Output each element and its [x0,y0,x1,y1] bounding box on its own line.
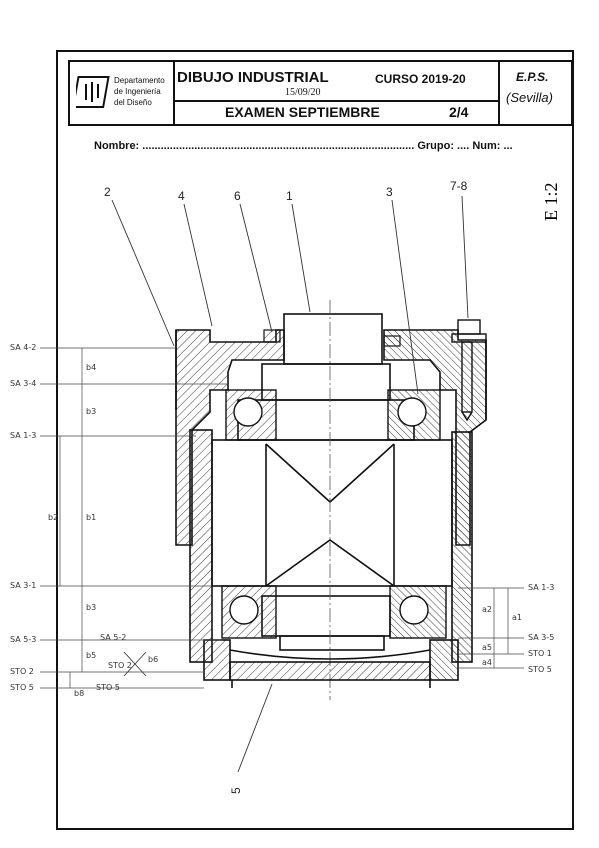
dim-label-sa-3-4: SA 3-4 [10,379,36,388]
department-logo-cell: Departamento de Ingeniería del Diseño [70,62,175,124]
course-title: DIBUJO INDUSTRIAL [177,69,329,86]
dim-a5: a5 [482,643,492,652]
part-number-6: 6 [234,189,241,203]
school-name: E.P.S. [516,70,549,84]
student-info-line: Nombre: ................................… [94,140,513,152]
course-year: CURSO 2019-20 [375,72,466,86]
cross-mark [123,651,147,677]
bottom-cover [203,639,459,688]
department-line-3: del Diseño [114,98,152,107]
dim-b8: b8 [74,689,84,698]
dim-label-sto-5: STO 5 [10,683,34,692]
bolt [451,319,487,422]
title-block: Departamento de Ingeniería del Diseño DI… [68,60,573,126]
dim-a1: a1 [512,613,522,622]
bearing-bottom-right [389,585,447,639]
leader-lines [111,195,469,773]
department-logo-icon [76,76,110,108]
part-number-2: 2 [104,185,111,199]
scale-label: E 1:2 [541,183,561,222]
department-line-1: Departamento [114,76,165,85]
right-dimension-lines [458,587,524,669]
dim-label-sto-1-right: STO 1 [528,649,552,658]
title-row: DIBUJO INDUSTRIAL 15/09/20 CURSO 2019-20 [173,62,498,102]
part-number-5: 5 [229,787,243,794]
dim-label-sto-5-inner: STO 5 [96,683,120,692]
department-line-2: de Ingeniería [114,87,161,96]
exam-title: EXAMEN SEPTIEMBRE [225,104,380,120]
dim-label-sa-5-3: SA 5-3 [10,635,36,644]
dim-a4: a4 [482,658,492,667]
dim-b3-top: b3 [86,407,96,416]
exam-date: 15/09/20 [285,87,321,98]
dim-b5: b5 [86,651,96,660]
dim-b2: b2 [48,513,58,522]
dim-label-sto-2-inner: STO 2 [108,661,132,670]
school-cell: E.P.S. (Sevilla) [498,62,573,124]
dim-label-sa-3-5-right: SA 3-5 [528,633,554,642]
dim-a2: a2 [482,605,492,614]
part-number-1: 1 [286,189,293,203]
dim-label-sa-3-1: SA 3-1 [10,581,36,590]
dim-b3-bottom: b3 [86,603,96,612]
dim-label-sa-4-2: SA 4-2 [10,343,36,352]
dim-label-sto-5-right: STO 5 [528,665,552,674]
seal-left [263,329,281,343]
dim-label-sa-1-3-right: SA 1-3 [528,583,554,592]
drawing-sheet-frame [56,50,574,830]
dim-b6: b6 [148,655,158,664]
seal-right [383,335,401,347]
part-number-4: 4 [178,189,185,203]
dim-b4: b4 [86,363,96,372]
left-dimension-lines [40,347,228,689]
dim-b1: b1 [86,513,96,522]
dim-label-sa-5-2: SA 5-2 [100,633,126,642]
bearing-top-right [387,389,441,441]
school-city: (Sevilla) [506,90,553,105]
bearing-top-left [225,389,277,441]
bearing-bottom-left [221,585,277,639]
part-number-3: 3 [386,185,393,199]
part-number-7-8: 7-8 [450,179,468,193]
dim-label-sto-2: STO 2 [10,667,34,676]
dim-label-sa-1-3: SA 1-3 [10,431,36,440]
page-number: 2/4 [449,104,469,120]
title-cell: DIBUJO INDUSTRIAL 15/09/20 CURSO 2019-20… [173,62,500,124]
